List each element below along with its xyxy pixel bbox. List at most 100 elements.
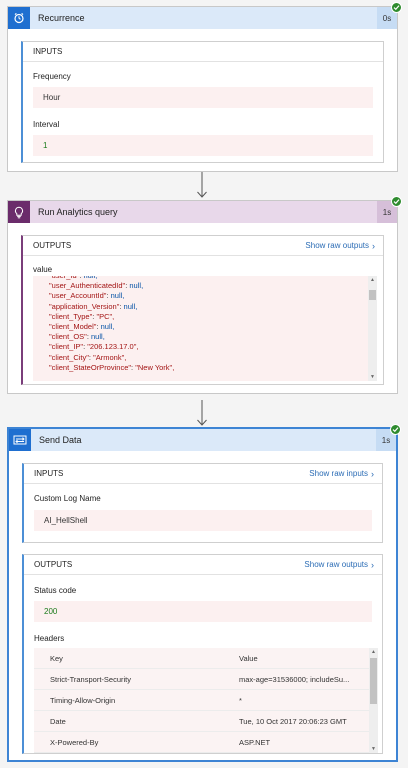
headers-table-head: Key Value bbox=[34, 648, 369, 669]
inputs-header: INPUTS Show raw inputs › bbox=[24, 464, 382, 484]
scroll-down-icon[interactable]: ▼ bbox=[371, 746, 376, 752]
frequency-value: Hour bbox=[33, 87, 373, 108]
show-raw-outputs-link[interactable]: Show raw outputs › bbox=[305, 241, 375, 251]
scroll-thumb[interactable] bbox=[369, 290, 376, 300]
outputs-title: OUTPUTS bbox=[34, 560, 73, 569]
analytics-outputs-section: OUTPUTS Show raw outputs › value "user_I… bbox=[21, 235, 384, 385]
json-value: "206.123.17.0", bbox=[87, 342, 139, 352]
json-value: null, bbox=[91, 332, 105, 342]
send-data-card[interactable]: Send Data 1s INPUTS Show raw inputs › Cu… bbox=[7, 424, 401, 762]
json-scrollbar[interactable]: ▲ ▼ bbox=[368, 276, 377, 381]
json-separator: : bbox=[88, 352, 94, 362]
scroll-down-icon[interactable]: ▼ bbox=[370, 374, 375, 380]
json-separator: : bbox=[131, 362, 136, 372]
headers-scrollbar[interactable]: ▲ ▼ bbox=[369, 648, 378, 753]
json-line: "client_StateOrProvince": "New York", bbox=[33, 363, 368, 373]
json-separator: : bbox=[106, 291, 111, 301]
json-key: "client_OS" bbox=[49, 332, 87, 342]
json-line: "client_IP": "206.123.17.0", bbox=[33, 342, 368, 352]
analytics-duration: 1s bbox=[377, 201, 397, 223]
header-value: ASP.NET bbox=[239, 737, 271, 747]
json-value: null, bbox=[129, 281, 144, 291]
recurrence-card[interactable]: Recurrence 0s INPUTS Frequency Hour Inte… bbox=[7, 2, 402, 172]
recurrence-title: Recurrence bbox=[38, 13, 85, 23]
headers-table[interactable]: Key Value Strict-Transport-Security max-a… bbox=[34, 648, 378, 753]
scroll-up-icon[interactable]: ▲ bbox=[370, 277, 375, 283]
json-separator: : bbox=[92, 311, 97, 321]
column-value-header: Value bbox=[239, 653, 258, 663]
json-key: "client_City" bbox=[49, 352, 89, 362]
json-value: null, bbox=[84, 276, 98, 280]
json-line: "client_OS": null, bbox=[33, 332, 368, 342]
show-raw-outputs-label: Show raw outputs bbox=[305, 241, 369, 250]
json-line: "client_Model": null, bbox=[33, 322, 368, 332]
json-line: "client_City": "Armonk", bbox=[33, 353, 368, 363]
table-row: Timing-Allow-Origin * bbox=[34, 690, 369, 711]
json-separator: : bbox=[79, 276, 83, 280]
interval-value: 1 bbox=[33, 135, 373, 156]
inputs-title: INPUTS bbox=[33, 47, 63, 56]
inputs-title: INPUTS bbox=[34, 469, 64, 478]
flow-arrow bbox=[196, 400, 208, 430]
header-key: Strict-Transport-Security bbox=[50, 674, 131, 684]
success-check-icon bbox=[391, 196, 402, 207]
scroll-up-icon[interactable]: ▲ bbox=[371, 649, 376, 655]
custom-log-name-label: Custom Log Name bbox=[34, 494, 101, 503]
status-code-value: 200 bbox=[34, 601, 372, 622]
json-key: "client_StateOrProvince" bbox=[49, 362, 132, 372]
header-value: * bbox=[239, 695, 242, 705]
json-line: "client_Type": "PC", bbox=[33, 312, 368, 322]
data-transfer-icon bbox=[9, 429, 31, 451]
alarm-clock-icon bbox=[8, 7, 30, 29]
send-data-header[interactable]: Send Data 1s bbox=[9, 424, 401, 451]
show-raw-outputs-link[interactable]: Show raw outputs › bbox=[304, 560, 374, 570]
analytics-card[interactable]: Run Analytics query 1s OUTPUTS Show raw … bbox=[7, 196, 402, 394]
scroll-thumb[interactable] bbox=[370, 658, 377, 704]
send-data-title: Send Data bbox=[39, 435, 82, 445]
success-check-icon bbox=[390, 424, 401, 435]
analytics-header[interactable]: Run Analytics query 1s bbox=[8, 196, 402, 223]
json-value: "New York", bbox=[135, 362, 175, 372]
chevron-right-icon: › bbox=[371, 468, 374, 479]
json-line: "user_Id": null, bbox=[33, 276, 368, 281]
json-line: "user_AccountId": null, bbox=[33, 291, 368, 301]
header-value: Tue, 10 Oct 2017 20:06:23 GMT bbox=[239, 716, 347, 726]
json-lines: "user_Id": null,"user_AuthenticatedId": … bbox=[33, 276, 368, 373]
show-raw-outputs-label: Show raw outputs bbox=[304, 560, 368, 569]
json-separator: : bbox=[86, 332, 92, 342]
outputs-header: OUTPUTS Show raw outputs › bbox=[24, 555, 382, 575]
json-key: "user_AuthenticatedId" bbox=[49, 281, 126, 291]
json-key: "client_Model" bbox=[49, 321, 97, 331]
column-key-header: Key bbox=[50, 653, 63, 663]
headers-rows: Strict-Transport-Security max-age=3153600… bbox=[34, 669, 369, 753]
custom-log-name-value: AI_HellShell bbox=[34, 510, 372, 531]
json-value: "PC", bbox=[96, 311, 115, 321]
json-key: "application_Version" bbox=[49, 301, 120, 311]
json-value: "Armonk", bbox=[93, 352, 127, 362]
header-key: Timing-Allow-Origin bbox=[50, 695, 116, 705]
json-value: null, bbox=[110, 291, 125, 301]
json-separator: : bbox=[96, 321, 101, 331]
chevron-right-icon: › bbox=[372, 240, 375, 251]
chevron-right-icon: › bbox=[371, 559, 374, 570]
show-raw-inputs-label: Show raw inputs bbox=[309, 469, 368, 478]
send-data-duration: 1s bbox=[376, 429, 396, 451]
json-key: "client_Type" bbox=[49, 311, 93, 321]
analytics-title: Run Analytics query bbox=[38, 207, 118, 217]
header-value: max-age=31536000; includeSu... bbox=[239, 674, 350, 684]
lightbulb-icon bbox=[8, 201, 30, 223]
recurrence-duration: 0s bbox=[377, 7, 397, 29]
show-raw-inputs-link[interactable]: Show raw inputs › bbox=[309, 469, 374, 479]
json-key: "user_AccountId" bbox=[49, 291, 107, 301]
json-key: "client_IP" bbox=[49, 342, 84, 352]
headers-label: Headers bbox=[34, 634, 65, 643]
send-outputs-section: OUTPUTS Show raw outputs › Status code 2… bbox=[22, 554, 383, 754]
recurrence-header[interactable]: Recurrence 0s bbox=[8, 2, 402, 29]
json-key: "user_Id" bbox=[49, 276, 79, 280]
json-value: null, bbox=[123, 301, 138, 311]
interval-label: Interval bbox=[33, 120, 60, 129]
json-output-box[interactable]: "user_Id": null,"user_AuthenticatedId": … bbox=[33, 276, 377, 381]
outputs-title: OUTPUTS bbox=[33, 241, 72, 250]
status-code-label: Status code bbox=[34, 586, 77, 595]
